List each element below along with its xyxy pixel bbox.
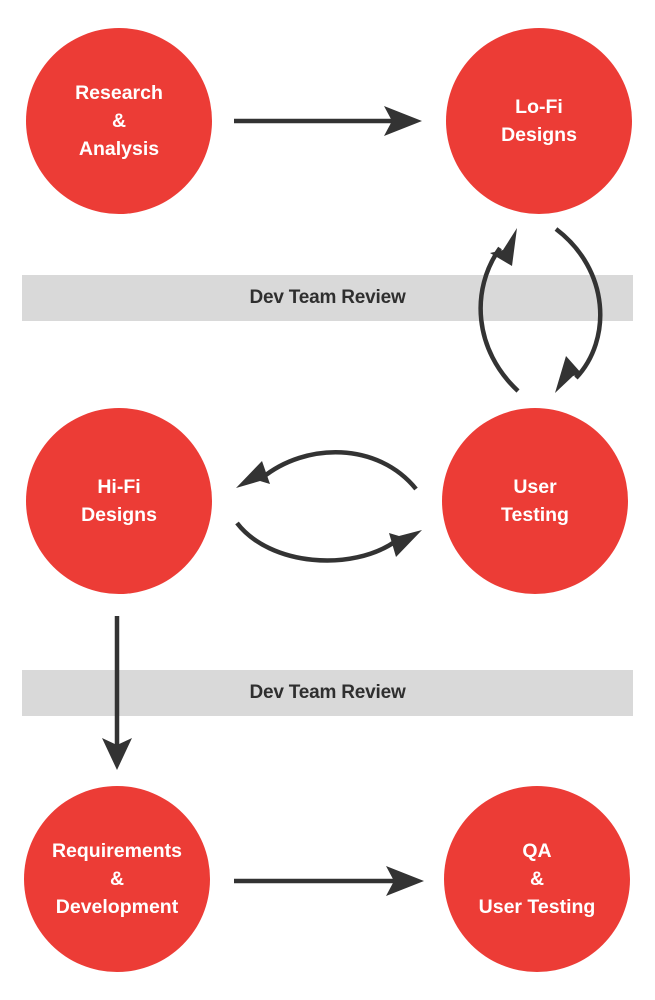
node-label-line: Development [55,896,179,918]
arrow-hifi-to-user-testing [235,521,422,563]
dev-team-review-band: Dev Team Review [22,670,633,716]
arrow-research-to-lofi [234,106,422,136]
node-label-line: Designs [501,124,577,146]
node-label-line: Hi-Fi [97,476,141,498]
band-label: Dev Team Review [249,682,406,703]
node-label-line: Analysis [78,138,160,160]
node-label-line: Research [75,82,163,104]
node-label-line: Designs [81,504,157,526]
dev-team-review-band: Dev Team Review [22,275,633,321]
node-label-line: User [513,476,557,498]
node-label-line: Requirements [51,840,183,862]
research-analysis-node: Research & Analysis [26,28,212,214]
lofi-designs-node: Lo-Fi Designs [446,28,632,214]
band-label: Dev Team Review [249,287,406,308]
hifi-designs-node: Hi-Fi Designs [26,408,212,594]
node-label-line: & [109,868,125,890]
requirements-development-node: Requirements & Development [24,786,210,972]
node-label-line: & [111,110,127,132]
arrow-requirements-to-qa [234,866,424,896]
node-label-line: User Testing [478,896,596,918]
user-testing-node: User Testing [442,408,628,594]
node-label-line: & [529,868,545,890]
arrow-user-testing-to-hifi [236,450,418,491]
node-label-line: QA [522,840,552,862]
node-label-line: Testing [501,504,569,526]
node-label-line: Lo-Fi [515,96,563,118]
qa-user-testing-node: QA & User Testing [444,786,630,972]
